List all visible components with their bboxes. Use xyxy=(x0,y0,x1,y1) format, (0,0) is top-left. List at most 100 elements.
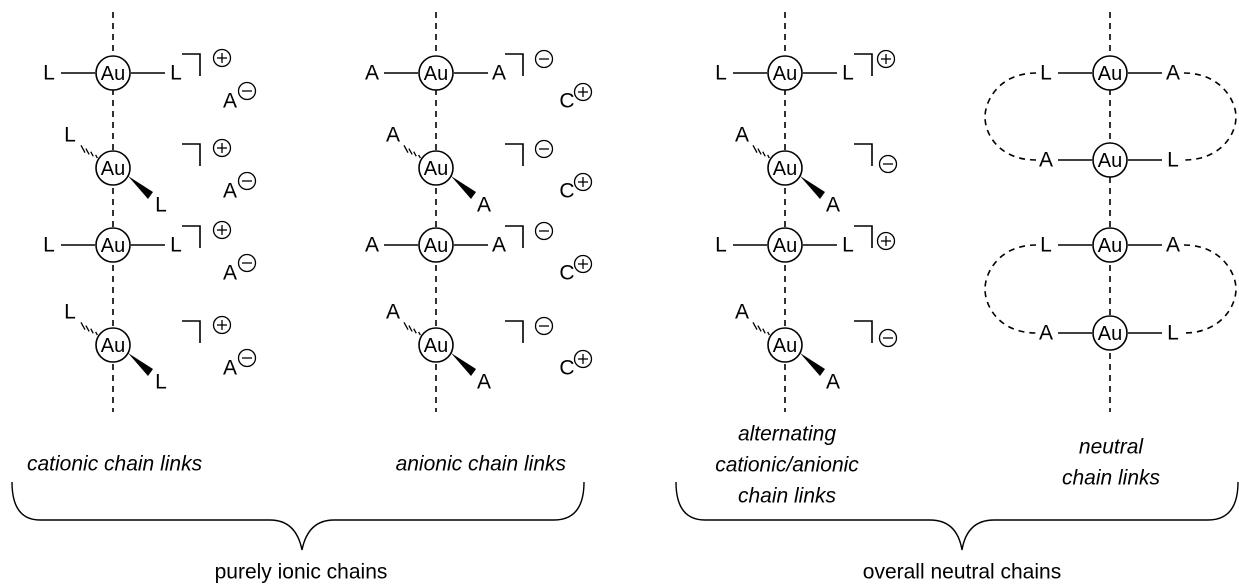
ligand-label-left: L xyxy=(715,62,727,85)
brace-ionic-chains xyxy=(11,481,585,551)
ligand-label-back: L xyxy=(64,301,76,324)
ligand-label-back: A xyxy=(386,124,400,147)
gold-atom-circle xyxy=(767,227,803,263)
negative-charge xyxy=(534,221,554,241)
ligand-label-left: L xyxy=(1040,234,1052,257)
charge-circle xyxy=(237,81,257,101)
charge-circle xyxy=(534,221,554,241)
charge-circle xyxy=(876,49,896,69)
charge-circle xyxy=(212,48,232,68)
charge-bracket xyxy=(505,143,524,166)
negative-charge xyxy=(878,328,898,348)
charge-circle xyxy=(237,253,257,273)
gold-atom-circle xyxy=(767,150,803,186)
gold-atom-label: Au xyxy=(773,335,797,357)
counter-cation-label: C xyxy=(559,357,574,380)
gold-atom: Au xyxy=(767,150,803,186)
ligand-label-back: L xyxy=(64,124,76,147)
hash-mark xyxy=(80,321,86,331)
ligand-label-right: L xyxy=(1167,149,1179,172)
hash-mark xyxy=(403,144,409,154)
gold-atom-label: Au xyxy=(101,63,125,85)
solid-wedge-bond xyxy=(128,353,153,376)
counter-anion-label: A xyxy=(223,180,237,203)
gold-atom: Au xyxy=(767,327,803,363)
counter-cation-label: C xyxy=(559,180,574,203)
negative-charge xyxy=(237,253,257,273)
hash-mark xyxy=(757,325,762,332)
ligand-label-left: L xyxy=(1040,62,1052,85)
gold-atom-label: Au xyxy=(101,158,125,180)
hash-mark xyxy=(85,148,90,155)
negative-charge xyxy=(237,171,257,191)
charge-circle xyxy=(212,220,232,240)
hash-mark xyxy=(80,144,86,154)
gold-atom-circle xyxy=(418,327,454,363)
positive-charge xyxy=(876,49,896,69)
gold-atom: Au xyxy=(1092,315,1128,351)
gold-atom-label: Au xyxy=(1098,63,1122,85)
charge-circle xyxy=(573,349,593,369)
ligand-label-right: L xyxy=(170,234,182,257)
charge-circle xyxy=(212,138,232,158)
negative-charge xyxy=(237,348,257,368)
caption-neutral-line-2: chain links xyxy=(1062,467,1161,490)
gold-atom-label: Au xyxy=(773,235,797,257)
charge-circle xyxy=(237,348,257,368)
hash-mark xyxy=(403,321,409,331)
gold-atom-circle xyxy=(1092,315,1128,351)
charge-circle xyxy=(212,315,232,335)
gold-atom-circle xyxy=(767,55,803,91)
gold-atom: Au xyxy=(1092,142,1128,178)
brace-neutral-chains xyxy=(675,481,1239,551)
gold-atom-label: Au xyxy=(424,235,448,257)
gold-atom-circle xyxy=(418,150,454,186)
gold-atom: Au xyxy=(418,327,454,363)
ligand-label-back: A xyxy=(386,301,400,324)
group-label-ionic-chains: purely ionic chains xyxy=(215,561,388,584)
gold-atom-circle xyxy=(418,55,454,91)
charge-bracket xyxy=(182,143,201,166)
solid-wedge-bond xyxy=(128,176,153,199)
charge-bracket xyxy=(854,143,873,166)
hash-mark xyxy=(85,325,90,332)
charge-circle xyxy=(573,82,593,102)
caption-alternating-line-1: alternating xyxy=(738,423,836,446)
negative-charge xyxy=(534,49,554,69)
gold-atom-circle xyxy=(1092,142,1128,178)
ligand-label-left: A xyxy=(365,62,379,85)
hashed-wedge-bond xyxy=(403,321,426,338)
charge-bracket xyxy=(182,53,201,76)
positive-charge xyxy=(876,231,896,251)
ligand-label-front: L xyxy=(155,371,167,394)
ligand-label-right: L xyxy=(842,62,854,85)
gold-atom-circle xyxy=(1092,55,1128,91)
counter-anion-label: A xyxy=(223,90,237,113)
gold-atom: Au xyxy=(1092,55,1128,91)
ligand-label-left: A xyxy=(365,234,379,257)
ligand-label-left: A xyxy=(1039,149,1053,172)
ligand-label-right: L xyxy=(842,234,854,257)
hash-mark xyxy=(767,154,770,159)
group-label-neutral-chains: overall neutral chains xyxy=(863,561,1061,584)
gold-atom: Au xyxy=(418,55,454,91)
gold-atom: Au xyxy=(1092,227,1128,263)
charge-circle xyxy=(573,172,593,192)
charge-circle xyxy=(878,154,898,174)
hash-mark xyxy=(413,151,417,157)
ligand-label-right: A xyxy=(1166,234,1180,257)
negative-charge xyxy=(237,81,257,101)
charge-bracket xyxy=(854,225,873,248)
gold-atom-label: Au xyxy=(773,63,797,85)
solid-wedge-bond xyxy=(800,353,825,376)
positive-charge xyxy=(573,254,593,274)
ligand-label-right: A xyxy=(492,62,506,85)
gold-atom: Au xyxy=(418,150,454,186)
hashed-wedge-bond xyxy=(403,144,426,161)
hash-mark xyxy=(752,321,758,331)
ligand-label-left: L xyxy=(715,234,727,257)
gold-atom-label: Au xyxy=(1098,235,1122,257)
positive-charge xyxy=(573,82,593,102)
ligand-label-right: A xyxy=(492,234,506,257)
